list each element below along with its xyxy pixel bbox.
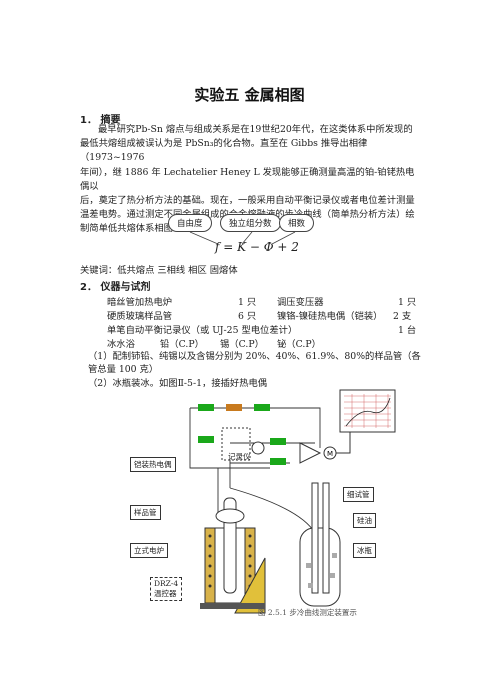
phase-rule-formula: f = K − Φ + 2 <box>215 240 299 254</box>
controller-label: 温控器 <box>154 589 177 598</box>
section-heading-summary: 1． 摘要 <box>80 115 121 126</box>
thin-tube <box>311 482 319 594</box>
heating-coils <box>208 534 252 588</box>
resistor <box>226 404 242 411</box>
label-recorder: 记录仪 <box>228 452 251 461</box>
summary-line: 最早研究Pb-Sn 熔点与组成关系是在19世纪20年代，在这类体系中所发现的 <box>98 124 413 135</box>
bubble-pointers <box>189 231 296 245</box>
stand <box>234 557 266 614</box>
controller-model: DRZ-4 <box>154 579 179 588</box>
amplifier <box>299 442 322 464</box>
instrument-qty: 1 只 <box>398 297 417 308</box>
summary-line: 制简单低共熔体系相图。相律： <box>80 223 211 235</box>
instrument-name: 硬质玻璃样品管 <box>107 311 173 322</box>
recorder-box <box>221 427 251 461</box>
page-title: 实验五 金属相图 <box>194 86 305 104</box>
bubble-degrees-of-freedom: 自由度 <box>168 214 212 232</box>
label-ice-bottle: 冰瓶 <box>353 543 376 558</box>
resistor <box>198 436 214 443</box>
instrument-name: 调压变压器 <box>277 297 324 308</box>
keywords: 关键词：低共熔点 三相线 相区 固熔体 <box>80 265 238 276</box>
temperature-controller: DRZ-4 温控器 <box>150 577 183 601</box>
step-1: （1）配制铈铅、纯锡以及含锡分别为 20%、40%、61.9%、80%的样品管（… <box>88 351 421 362</box>
reagent: 铋（C.P） <box>277 339 321 350</box>
summary-line: 后，奠定了热分析方法的基础。现在，一般采用自动平衡记录仪或者电位差计测量 <box>80 195 415 207</box>
instrument-name: 暗丝管加热电炉 <box>107 297 173 308</box>
label-sample-tube: 样品管 <box>130 505 161 520</box>
recorder-grid <box>344 394 391 428</box>
label-silicone-oil: 硅油 <box>353 513 376 528</box>
step-1-cont: 管总量 100 克） <box>88 364 159 375</box>
instrument-name: 单笔自动平衡记录仪（或 UJ-25 型电位差计） <box>107 325 298 336</box>
resistor <box>270 438 286 445</box>
label-furnace: 立式电炉 <box>130 543 168 558</box>
svg-text:M: M <box>327 450 333 458</box>
summary-line: 最低共熔组成被误认为是 PbSn₃的化合物。直至在 Gibbs 推导出相律（19… <box>80 138 368 164</box>
instrument-name: 镍铬-镍硅热电偶（铠装） <box>277 311 383 322</box>
section-heading-instruments: 2． 仪器与试剂 <box>80 282 151 293</box>
bubble-phase-count: 相数 <box>279 214 315 232</box>
ice-chunks <box>306 553 337 588</box>
resistor <box>198 404 214 411</box>
instrument-qty: 6 只 <box>238 311 257 322</box>
reagent: 铅（C.P） <box>160 339 204 350</box>
apparatus-diagram: M <box>189 389 396 614</box>
reagent: 锡（C.P） <box>220 339 264 350</box>
label-thermocouple: 铠装热电偶 <box>130 457 176 472</box>
resistor <box>270 458 286 465</box>
resistor <box>254 404 270 411</box>
label-thin-tube: 细试管 <box>343 487 374 502</box>
galvanometer <box>251 441 265 455</box>
reagent: 冰水浴 <box>107 339 135 350</box>
figure-caption: 图 2.5.1 步冷曲线测定装置示 <box>258 608 357 617</box>
summary-line: 年间），继 1886 年 Lechatelier Heney L 发现能够正确测… <box>80 166 415 192</box>
instrument-qty: 2 支 <box>393 311 412 322</box>
instrument-qty: 1 台 <box>398 325 417 336</box>
step-2: （2）冰瓶装冰。如图Ⅱ-5-1，接插好热电偶 <box>88 378 268 389</box>
instrument-qty: 1 只 <box>238 297 257 308</box>
